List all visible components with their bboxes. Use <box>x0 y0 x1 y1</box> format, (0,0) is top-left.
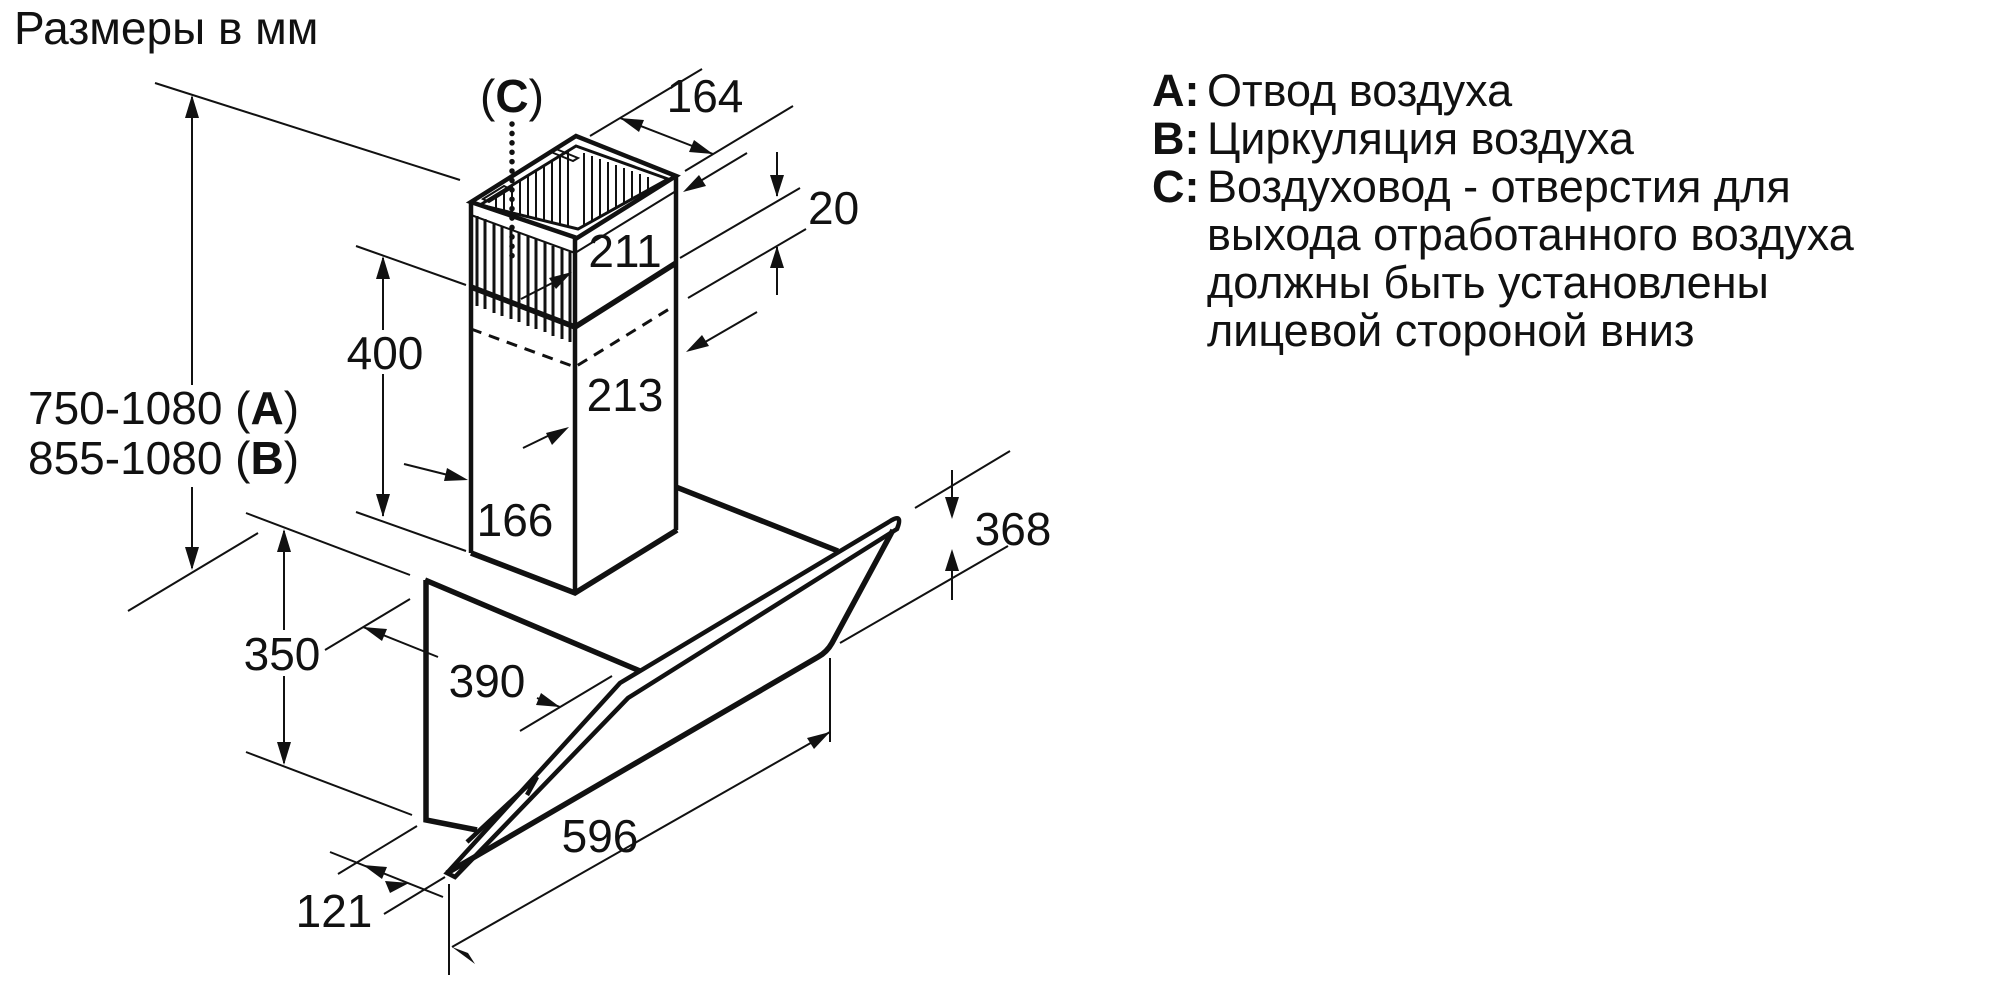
dimension-164: 164 <box>589 68 794 172</box>
legend-text-b: Циркуляция воздуха <box>1207 113 1635 164</box>
dim-390-label: 390 <box>449 655 526 707</box>
hood-body <box>423 484 902 880</box>
dim-height-b-label: 855-1080 (B) <box>28 432 299 484</box>
grille-inner-right <box>583 153 649 226</box>
dimension-350: 350 <box>244 512 413 816</box>
legend-text-c-line1: Воздуховод - отверстия для <box>1207 161 1791 212</box>
dim-166-label: 166 <box>477 494 554 546</box>
dim-height-a-label: 750-1080 (A) <box>28 382 299 434</box>
chimney-outline <box>465 133 681 597</box>
legend-key-b: B: <box>1152 113 1199 164</box>
legend-text-a: Отвод воздуха <box>1207 65 1513 116</box>
dim-20-label: 20 <box>808 182 859 234</box>
dimension-211: 211 <box>520 152 748 300</box>
dimension-368: 368 <box>839 450 1052 644</box>
legend-text-c-line2: выхода отработанного воздуха <box>1207 209 1855 260</box>
legend-key-a: A: <box>1152 65 1199 116</box>
dim-213-label: 213 <box>587 369 664 421</box>
dimension-overall-height: 750-1080 (A) 855-1080 (B) <box>28 82 461 612</box>
dimension-166: 166 <box>403 463 554 546</box>
dimension-121: 121 <box>296 825 446 937</box>
dim-350-label: 350 <box>244 628 321 680</box>
dimension-213: 213 <box>522 311 758 449</box>
c-marker-label: (C) <box>480 70 544 122</box>
dim-211-label: 211 <box>588 225 661 277</box>
dimension-20: 20 <box>679 152 859 299</box>
dim-164-label: 164 <box>667 70 744 122</box>
dim-596-label: 596 <box>562 810 639 862</box>
legend-text-c-line3: должны быть установлены <box>1207 257 1769 308</box>
dim-121-label: 121 <box>296 885 373 937</box>
dimension-400: 400 <box>347 245 467 552</box>
legend: A: Отвод воздуха B: Циркуляция воздуха C… <box>1152 65 1855 356</box>
page-title: Размеры в мм <box>14 2 318 54</box>
legend-key-c: C: <box>1152 161 1199 212</box>
legend-text-c-line4: лицевой стороной вниз <box>1207 305 1695 356</box>
dim-368-label: 368 <box>975 503 1052 555</box>
dimension-390: 390 <box>324 598 613 732</box>
dim-400-label: 400 <box>347 327 424 379</box>
dimension-596: 596 <box>448 658 831 975</box>
